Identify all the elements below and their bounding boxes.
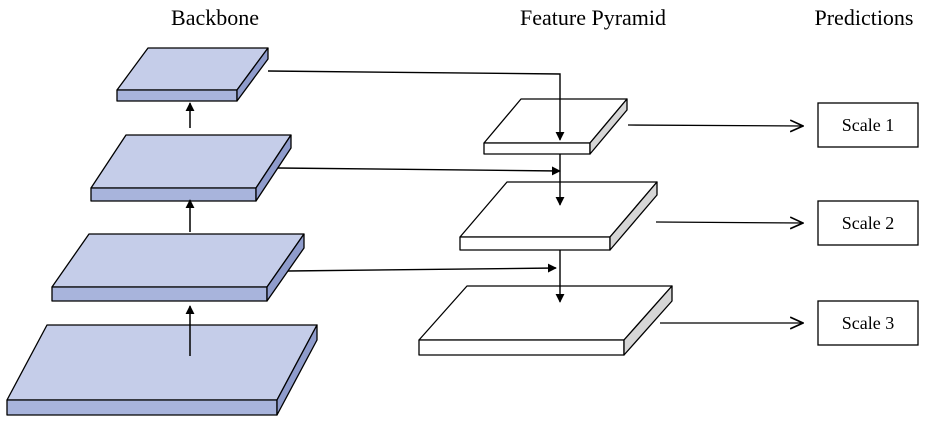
backbone-layer-3	[90, 134, 292, 202]
scale-3-box: Scale 3	[817, 300, 919, 346]
prediction-arrow-2	[655, 222, 803, 223]
backbone-layer-4-front-face	[116, 89, 238, 102]
pyramid-layer-2	[459, 181, 658, 251]
backbone-layer-2-front-face	[51, 286, 268, 302]
backbone-layer-2-top-face	[51, 233, 305, 288]
scale-2-box: Scale 2	[817, 200, 919, 246]
scale-1-label: Scale 1	[842, 115, 894, 135]
lateral-arrow-middle	[277, 166, 561, 176]
scale-1-box: Scale 1	[817, 102, 919, 148]
lateral-arrow-bottom	[287, 263, 557, 273]
backbone-layer-1	[6, 324, 318, 416]
scale-3-label: Scale 3	[842, 313, 894, 333]
backbone-layer-2	[51, 233, 305, 302]
pyramid-layer-1	[483, 98, 628, 155]
pyramid-layer-2-front-face	[459, 236, 611, 251]
backbone-layer-3-side-face	[255, 134, 292, 202]
backbone-layer-1-top-face	[6, 324, 318, 401]
scale-2-label: Scale 2	[842, 213, 894, 233]
prediction-arrow-1	[627, 125, 803, 126]
pyramid-layer-1-front-face	[483, 142, 591, 155]
pyramid-layer-1-side-face	[589, 98, 628, 155]
prediction-arrows	[627, 125, 803, 323]
pyramid-layer-2-side-face	[609, 181, 658, 251]
pyramid-layer-3-side-face	[623, 285, 673, 356]
backbone-layer-2-side-face	[266, 233, 305, 302]
backbone-layer-1-side-face	[276, 324, 318, 416]
backbone-header: Backbone	[171, 5, 259, 30]
lateral-connections	[267, 70, 565, 273]
backbone-layer-4	[116, 47, 269, 102]
feature-pyramid-stack	[418, 98, 673, 356]
pyramid-layer-3	[418, 285, 673, 356]
backbone-layer-1-front-face	[6, 399, 278, 416]
predictions-header: Predictions	[815, 5, 914, 30]
feature-pyramid-header: Feature Pyramid	[520, 5, 666, 30]
backbone-layer-3-front-face	[90, 187, 257, 202]
prediction-boxes: Scale 1 Scale 2 Scale 3	[817, 102, 919, 346]
lateral-arrow-top	[267, 70, 565, 141]
backbone-layer-4-side-face	[236, 47, 269, 102]
backbone-stack	[6, 47, 318, 416]
pyramid-layer-3-front-face	[418, 339, 625, 356]
